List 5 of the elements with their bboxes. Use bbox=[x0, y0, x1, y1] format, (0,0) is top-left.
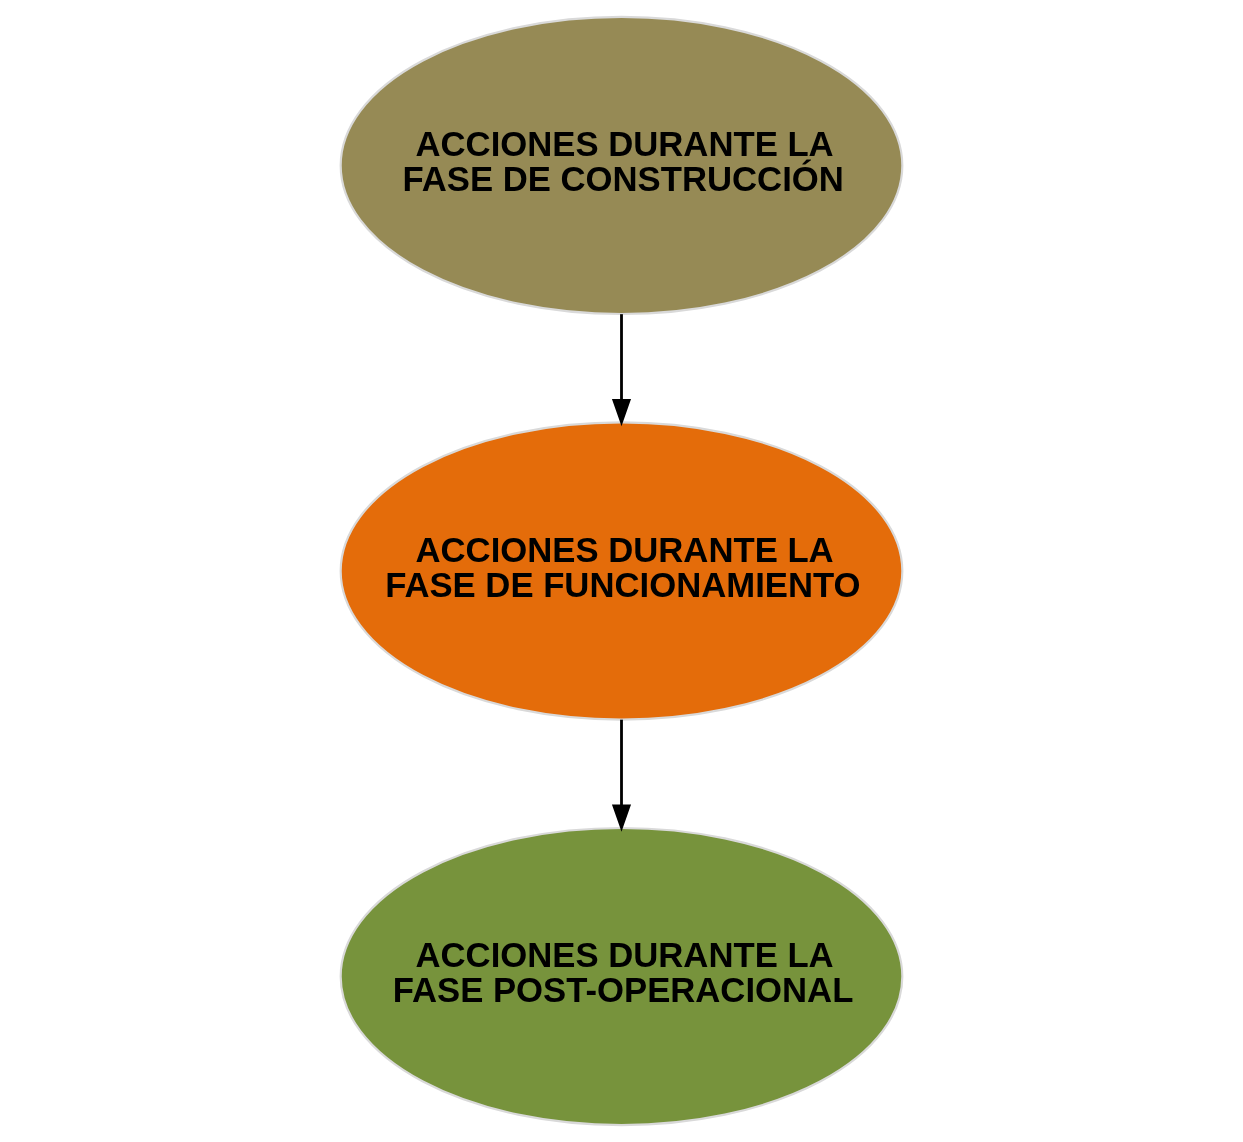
node-ellipse: ACCIONES DURANTE LA FASE DE FUNCIONAMIENTO bbox=[339, 421, 904, 721]
node-ellipse: ACCIONES DURANTE LA FASE DE CONSTRUCCIÓN bbox=[339, 15, 904, 316]
arrow bbox=[611, 314, 632, 427]
node-ellipse: ACCIONES DURANTE LA FASE POST-OPERACIONAL bbox=[339, 826, 904, 1127]
arrow bbox=[611, 719, 632, 832]
